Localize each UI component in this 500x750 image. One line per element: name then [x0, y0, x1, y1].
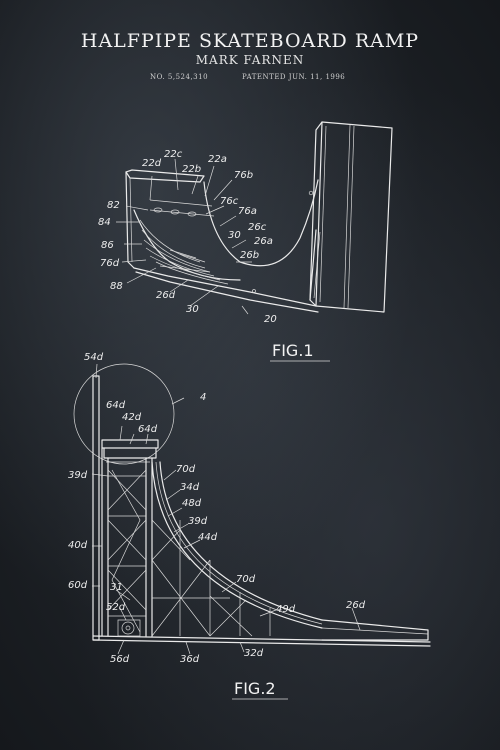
ref-label: 22c — [164, 149, 183, 160]
ref-label: 26c — [248, 222, 267, 233]
ref-label: 60d — [68, 580, 88, 591]
fig2-label: FIG.2 — [234, 679, 276, 698]
ref-label: 26d — [156, 290, 176, 301]
fig2-reference-numerals: 54d 4 64d 42d 64d 39d 70d 34d 48d 39d 44… — [68, 352, 366, 665]
poster-title: HALFPIPE SKATEBOARD RAMP — [80, 30, 420, 52]
ref-label: 44d — [198, 532, 218, 543]
fig1-drawing: 22c 22d 22b 22a 76b 82 76c 84 76a 30 26c… — [98, 121, 393, 362]
ref-label: 76d — [100, 258, 120, 269]
ref-label: 54d — [84, 352, 104, 363]
ref-label: 70d — [236, 574, 256, 585]
ref-label: 49d — [276, 604, 296, 615]
ref-label: 39d — [188, 516, 208, 527]
ref-label: 56d — [110, 654, 130, 665]
ref-label: 52d — [106, 602, 126, 613]
ref-label: 76b — [234, 170, 253, 181]
ref-label: 26b — [240, 250, 259, 261]
ref-label: 22a — [208, 154, 227, 165]
ref-label: 86 — [101, 240, 114, 251]
ref-label: 76a — [238, 206, 257, 217]
ref-label: 20 — [264, 314, 277, 325]
ref-label: 22b — [182, 164, 201, 175]
ref-label: 82 — [107, 200, 120, 211]
ref-label: 64d — [138, 424, 158, 435]
ref-label: 36d — [180, 654, 200, 665]
ref-label: 84 — [98, 217, 111, 228]
ref-label: 30 — [186, 304, 199, 315]
inventor-name: MARK FARNEN — [195, 53, 305, 67]
fig1-reference-numerals: 22c 22d 22b 22a 76b 82 76c 84 76a 30 26c… — [98, 149, 277, 325]
ref-label: 48d — [182, 498, 202, 509]
ref-label: 40d — [68, 540, 88, 551]
ref-label: 39d — [68, 470, 88, 481]
patent-date: PATENTED JUN. 11, 1996 — [242, 73, 346, 81]
ref-label: 64d — [106, 400, 126, 411]
ref-label: 42d — [122, 412, 142, 423]
fig2-drawing: 54d 4 64d 42d 64d 39d 70d 34d 48d 39d 44… — [68, 352, 431, 700]
ref-label: 88 — [110, 281, 123, 292]
ref-label: 30 — [228, 230, 241, 241]
ref-label: 22d — [142, 158, 162, 169]
ref-label: 32d — [244, 648, 264, 659]
ref-label: 26a — [254, 236, 273, 247]
ref-label: 26d — [346, 600, 366, 611]
fig1-label: FIG.1 — [272, 341, 314, 360]
ref-label: 31 — [110, 582, 123, 593]
ref-label: 34d — [180, 482, 200, 493]
patent-number: NO. 5,524,310 — [150, 73, 209, 81]
ref-label: 76c — [220, 196, 239, 207]
ref-label: 4 — [200, 392, 206, 403]
ref-label: 70d — [176, 464, 196, 475]
